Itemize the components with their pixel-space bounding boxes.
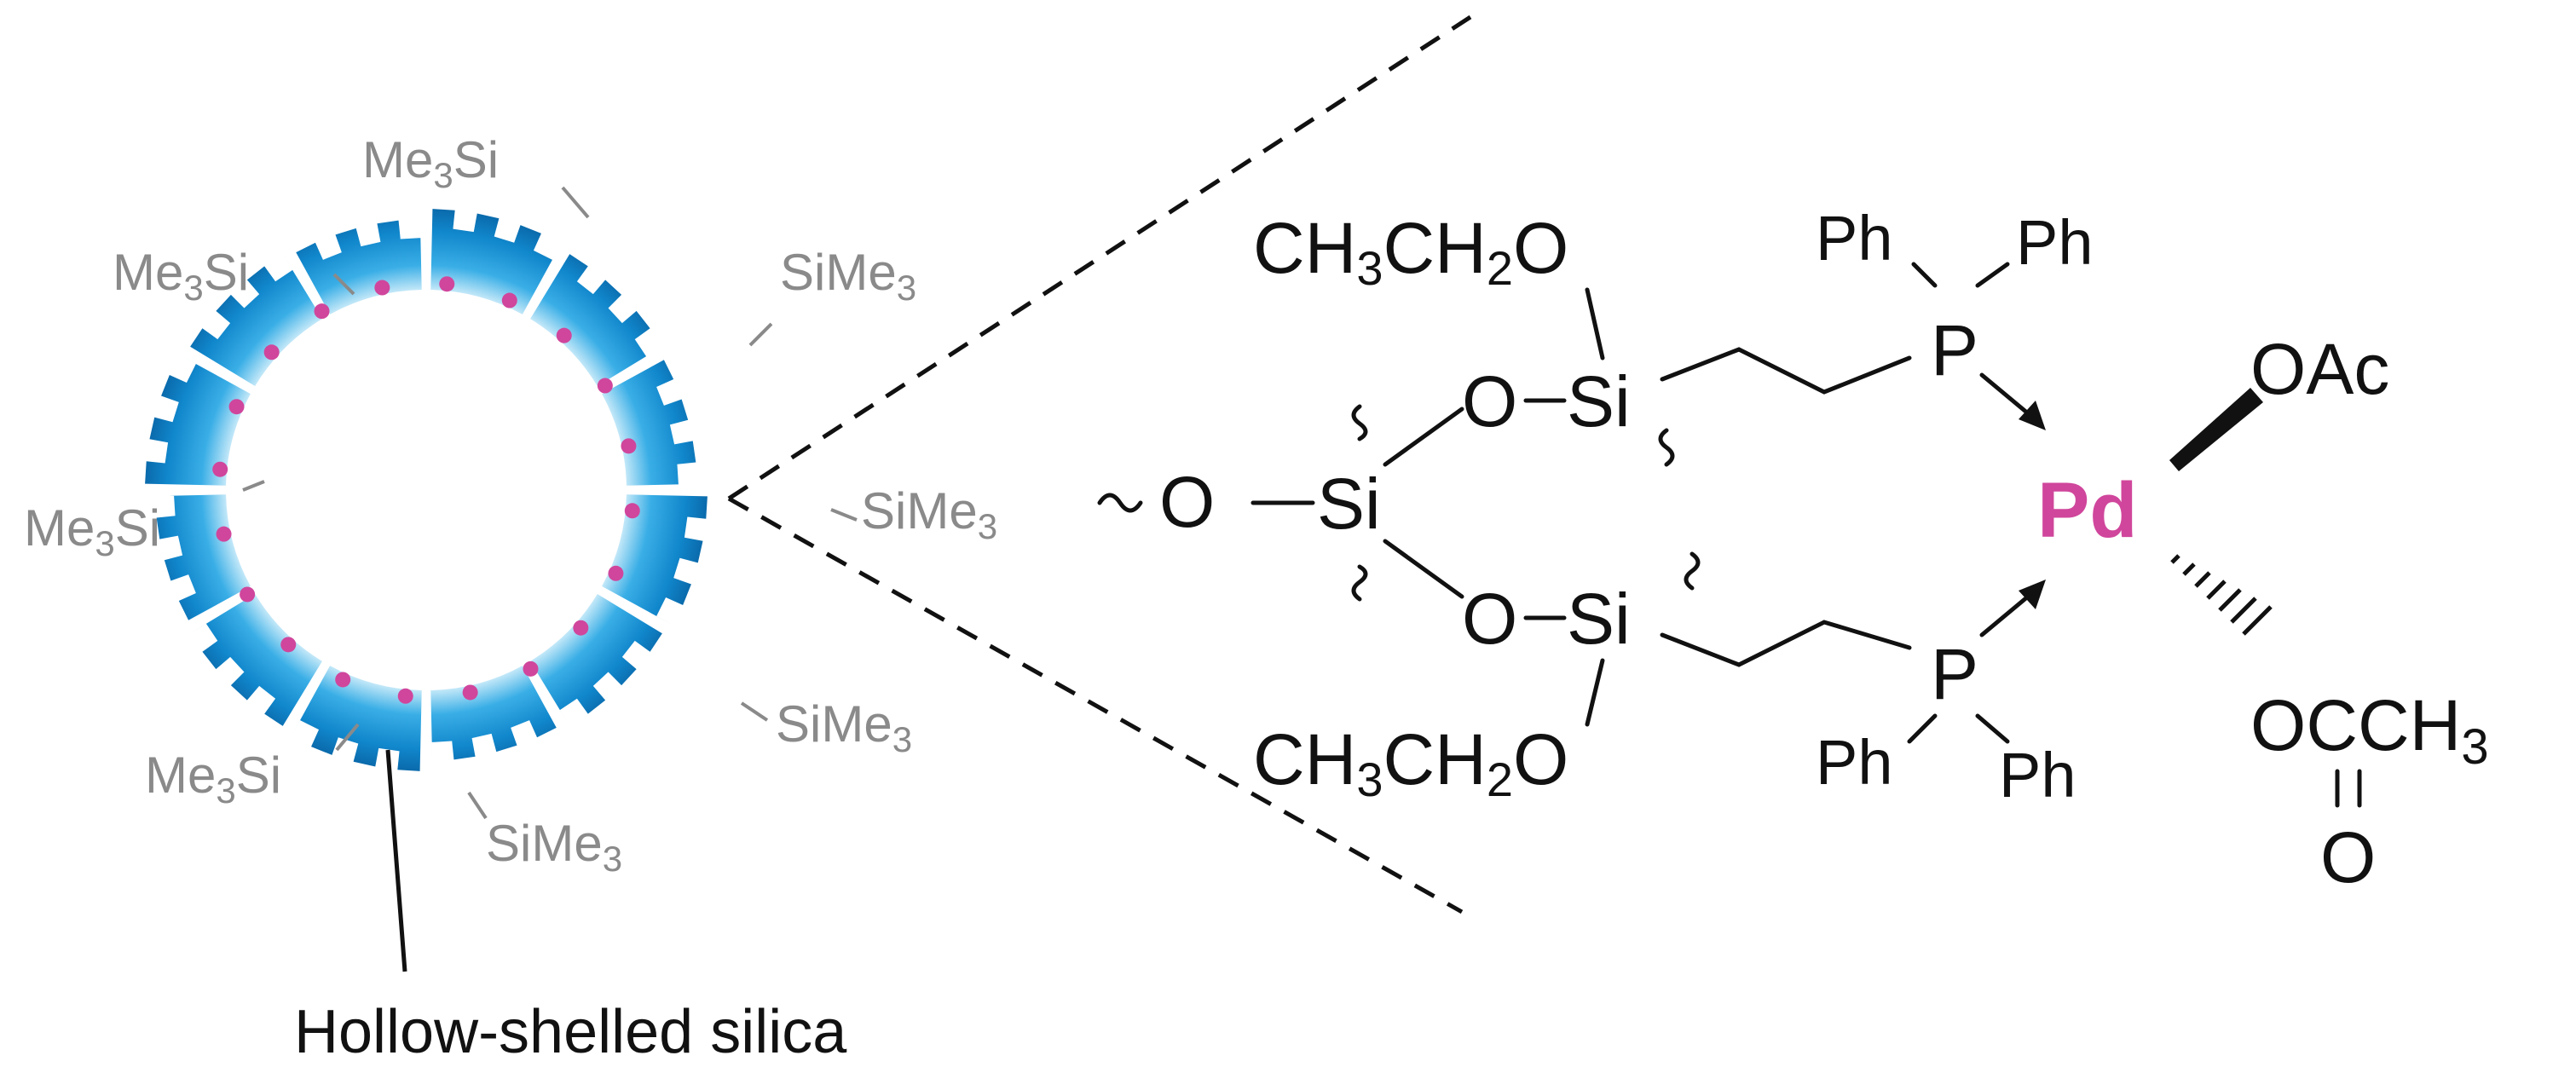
- pd-site-dot: [501, 292, 517, 309]
- atom-o-ring-top: O: [1462, 361, 1517, 441]
- pd-site-dot: [621, 438, 637, 454]
- pd-site-dot: [556, 327, 572, 343]
- atom-p-top: P: [1931, 310, 1978, 390]
- tms-label-lower-left: Me3Si: [145, 747, 281, 810]
- pd-site-dot: [335, 672, 351, 688]
- pd-site-dot: [597, 378, 613, 394]
- phenyl-top-right: Ph: [2016, 207, 2094, 278]
- pd-site-dot: [397, 688, 413, 704]
- pd-site-dot: [523, 660, 539, 677]
- pd-site-dot: [462, 684, 478, 701]
- atom-si-bottom: Si: [1567, 579, 1631, 659]
- caption-hollow-shelled-silica: Hollow-shelled silica: [294, 998, 847, 1066]
- pd-site-dot: [608, 565, 624, 581]
- atom-pd: Pd: [2037, 467, 2138, 554]
- pd-site-dot: [263, 344, 280, 360]
- carbonyl-oxygen: O: [2320, 817, 2376, 897]
- ethoxy-bottom: CH3CH2O: [1253, 719, 1568, 806]
- shell-segment: [296, 219, 422, 314]
- tms-label-lower-right: SiMe3: [776, 695, 912, 759]
- pd-site-dot: [624, 503, 640, 519]
- shell-segment: [430, 666, 557, 761]
- shell-segment: [145, 355, 251, 486]
- tms-label-top: Me3Si: [362, 131, 499, 195]
- dative-arrowhead-top: [2019, 401, 2046, 430]
- zoom-lines: [727, 14, 1472, 914]
- dative-arrowhead-bottom: [2019, 580, 2046, 609]
- shell-segments: [145, 209, 708, 771]
- shell-segment: [602, 360, 697, 486]
- pd-sites: [212, 276, 640, 704]
- atom-si-top: Si: [1567, 361, 1631, 441]
- shell-segment: [430, 209, 562, 314]
- pd-site-dot: [228, 399, 245, 415]
- shell-segment: [602, 494, 708, 626]
- caption-pointer-line: [385, 749, 407, 972]
- shell-segment: [530, 254, 662, 386]
- pd-site-dot: [314, 303, 330, 320]
- pd-site-dot: [439, 276, 455, 292]
- tms-label-right: SiMe3: [861, 482, 997, 546]
- atom-o-left: O: [1159, 462, 1215, 542]
- bonds: [1097, 262, 2362, 808]
- atom-o-ring-bottom: O: [1462, 579, 1517, 659]
- tms-leader: [561, 186, 590, 219]
- shell-segment: [530, 594, 662, 726]
- tms-leader: [740, 701, 769, 722]
- shell-segment: [190, 594, 322, 726]
- hollow-silica-sphere: [145, 186, 858, 820]
- tms-leader: [467, 791, 488, 820]
- phenyl-bottom-right: Ph: [1999, 740, 2076, 810]
- pd-site-dot: [216, 526, 232, 542]
- tms-leader: [332, 273, 355, 296]
- ligand-oac: OAc: [2250, 329, 2389, 409]
- tms-label-upper-left: Me3Si: [113, 244, 249, 308]
- pd-site-dot: [573, 620, 589, 636]
- wedge-bond-oac: [2169, 388, 2263, 471]
- tms-leader: [242, 480, 265, 492]
- tms-leader: [335, 723, 360, 752]
- ligand-occh3: OCCH3: [2250, 685, 2489, 775]
- tms-leader: [830, 508, 858, 522]
- shell-segment: [155, 494, 251, 620]
- tms-leader: [748, 322, 773, 347]
- tms-leader-lines: [242, 186, 858, 820]
- ethoxy-top: CH3CH2O: [1253, 208, 1568, 295]
- pd-site-dot: [280, 637, 297, 653]
- tms-label-upper-right: SiMe3: [780, 244, 916, 308]
- shell-segment: [291, 666, 422, 771]
- tms-label-left: Me3Si: [24, 499, 160, 563]
- ring-label-group: Me3Si Me3Si Me3Si Me3Si SiMe3 SiMe3 SiMe…: [24, 131, 997, 879]
- pd-complex-structure: O Si O Si O Si CH3CH2O CH3CH2O Ph Ph P P…: [1097, 203, 2489, 897]
- atom-si-center: Si: [1317, 464, 1381, 544]
- pd-site-dot: [240, 586, 256, 603]
- hashed-bond-occh3: [2170, 554, 2273, 636]
- pd-site-dot: [212, 461, 228, 477]
- shell-segment: [190, 254, 322, 386]
- phenyl-top-left: Ph: [1816, 203, 1893, 274]
- phenyl-bottom-left: Ph: [1816, 727, 1893, 798]
- tms-label-bottom: SiMe3: [486, 815, 622, 879]
- atom-p-bottom: P: [1931, 634, 1978, 714]
- pd-site-dot: [374, 280, 390, 296]
